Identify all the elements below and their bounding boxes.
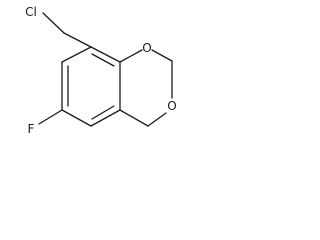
double-bond-c8-c8a [91, 53, 115, 67]
chemical-structure-diagram: Cl O O F [25, 5, 177, 136]
bond-group [38, 12, 173, 127]
atom-label-oxygen-bottom: O [167, 99, 176, 113]
atom-label-oxygen-top: O [142, 41, 151, 55]
atom-label-chlorine: Cl [25, 5, 37, 19]
atom-label-fluorine: F [28, 122, 35, 136]
bond-c7-c8 [61, 46, 92, 63]
bond-ch2-c8 [63, 32, 92, 48]
double-bond-c4a-c5 [91, 105, 115, 120]
bond-c4-c4a [119, 109, 149, 127]
bond-c6-f [38, 109, 63, 125]
bond-c4a-c5 [90, 109, 121, 127]
bond-cl-ch2 [42, 12, 65, 34]
atom-labels: Cl O O F [25, 5, 177, 136]
bond-c5-c6 [61, 109, 92, 127]
bond-o1-c2 [151, 49, 173, 62]
bond-o3-c4 [147, 112, 167, 127]
bond-c8a-o1 [119, 49, 143, 63]
bond-c8-c8a [90, 46, 121, 63]
